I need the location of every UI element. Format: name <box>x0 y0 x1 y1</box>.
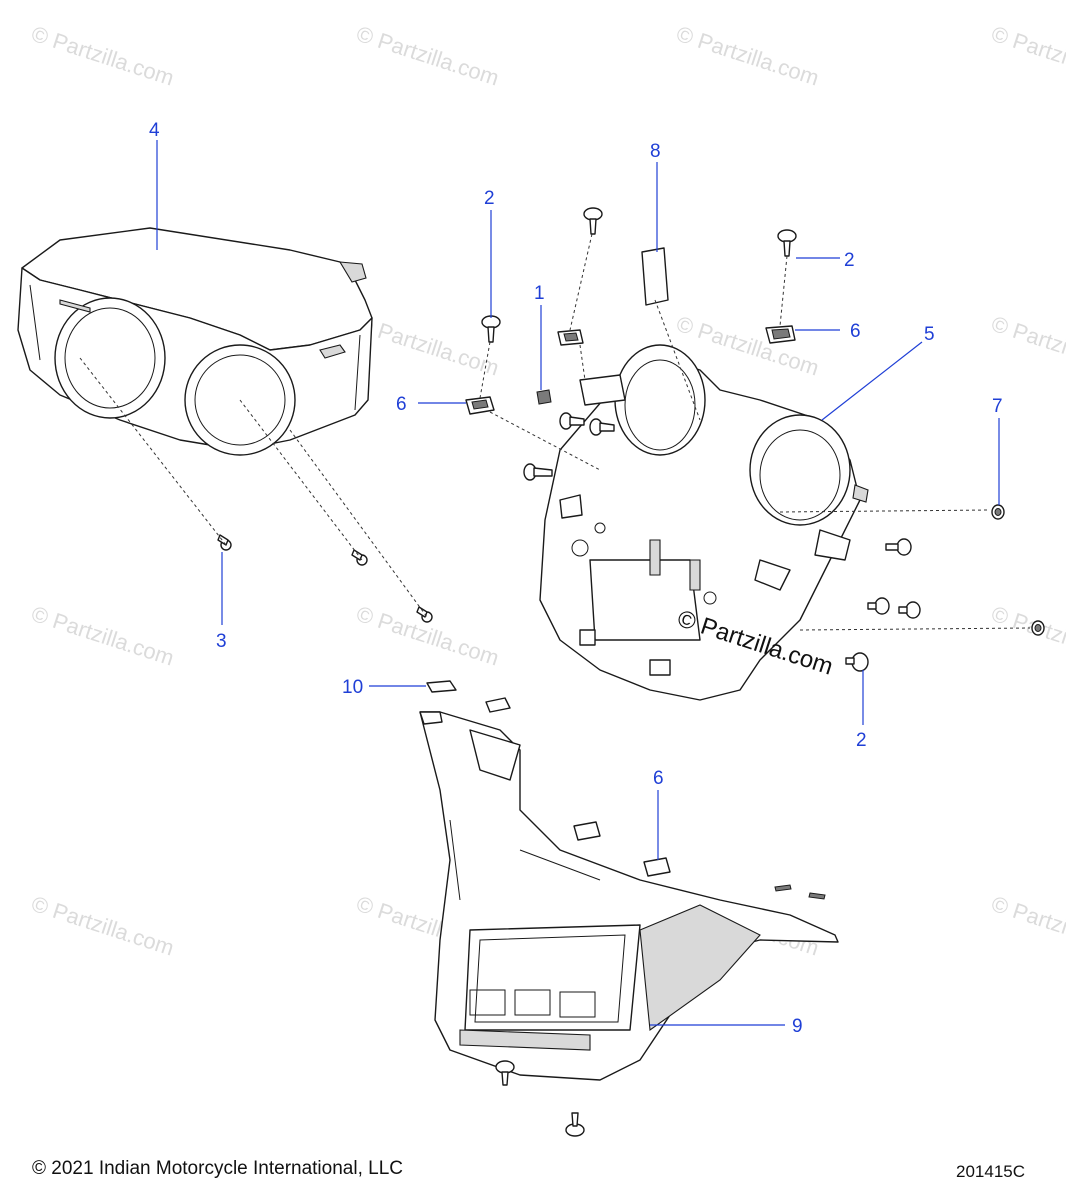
copyright-text: © 2021 Indian Motorcycle International, … <box>32 1158 403 1179</box>
callout-label: 1 <box>534 283 545 304</box>
callout-label: 5 <box>924 324 935 345</box>
watermark: © Partzilla.com <box>28 601 177 671</box>
callout-label: 8 <box>650 141 661 162</box>
callout-label: 6 <box>396 394 407 415</box>
watermark: © Partzilla.com <box>353 21 502 91</box>
callout-label: 6 <box>850 321 861 342</box>
lower-fairing-part <box>419 711 839 1081</box>
clip-part <box>465 396 495 415</box>
watermark: © Partzilla.com <box>988 311 1066 381</box>
watermark: © Partzilla.com <box>28 21 177 91</box>
callout-label: 3 <box>216 631 227 652</box>
label-part <box>641 247 669 306</box>
instrument-bracket-part <box>539 344 869 701</box>
watermark: © Partzilla.com <box>988 891 1066 961</box>
callout-label: 2 <box>844 250 855 271</box>
callout-label: 4 <box>149 120 160 141</box>
pad-part <box>426 680 457 693</box>
callout-label: 9 <box>792 1016 803 1037</box>
clip-part <box>765 325 796 344</box>
leader-lines <box>156 140 1000 1026</box>
watermark: © Partzilla.com <box>988 21 1066 91</box>
watermark: © Partzilla.com <box>28 891 177 961</box>
callout-label: 7 <box>992 396 1003 417</box>
clip-part <box>557 329 584 346</box>
callouts: 4 2 1 8 2 6 5 7 6 3 2 10 6 9 <box>149 120 1003 1037</box>
clip-part <box>573 821 601 841</box>
watermark: © Partzilla.com <box>673 21 822 91</box>
screws <box>217 207 1045 1137</box>
small-clip-part <box>536 389 552 405</box>
callout-label: 10 <box>342 677 363 698</box>
callout-label: 6 <box>653 768 664 789</box>
diagram-id: 201415C <box>956 1162 1026 1181</box>
clip-part <box>643 857 671 877</box>
pad-part <box>485 697 511 713</box>
callout-label: 2 <box>856 730 867 751</box>
instrument-bezel-part <box>17 227 373 456</box>
callout-label: 2 <box>484 188 495 209</box>
watermark: © Partzilla.com <box>988 601 1066 671</box>
watermark: © Partzilla.com <box>353 311 502 381</box>
assembly-lines <box>79 233 1031 631</box>
